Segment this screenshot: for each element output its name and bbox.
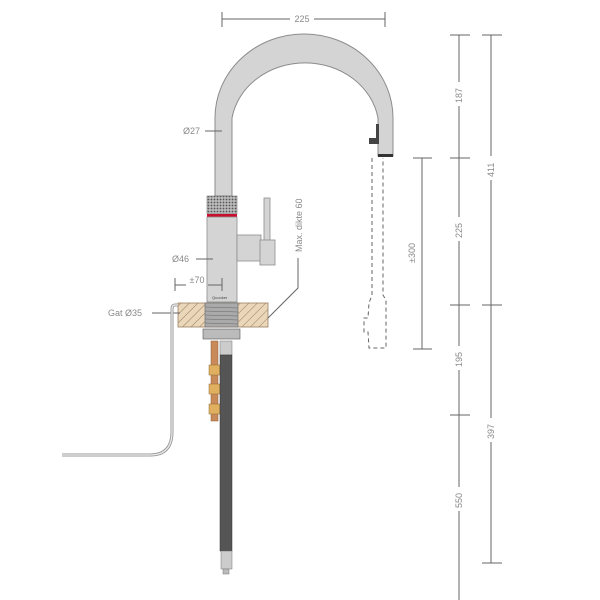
supply-hose xyxy=(219,354,233,552)
copper-pipe xyxy=(210,340,219,422)
dim-550-label: 550 xyxy=(454,493,464,508)
handle-lever xyxy=(263,197,271,243)
dimension-pullout: ±300 xyxy=(407,157,432,350)
spout-tip xyxy=(378,154,393,157)
fitting xyxy=(208,403,221,415)
power-cable xyxy=(62,303,178,457)
dim-225-label: 225 xyxy=(454,223,464,238)
hose-end-tip xyxy=(222,568,230,575)
spray-button-stem xyxy=(376,124,379,144)
thread-lines xyxy=(204,306,239,325)
handle-base xyxy=(259,239,276,266)
dim-187-label: 187 xyxy=(454,88,464,103)
hole-label: Gat Ø35 xyxy=(108,308,142,318)
fitting xyxy=(208,364,221,376)
dim-411-label: 411 xyxy=(486,163,496,177)
body-diameter-label: Ø46 xyxy=(172,254,189,264)
red-band xyxy=(207,214,237,217)
dimension-spout-width: 225 xyxy=(221,12,386,27)
dimension-chain-right: 411 397 xyxy=(482,34,502,564)
spray-button xyxy=(369,138,377,144)
max-thickness-leader xyxy=(267,258,299,319)
dimension-chain-left: 187 225 195 550 xyxy=(450,34,470,600)
fitting xyxy=(208,383,221,395)
dim-397-label: 397 xyxy=(486,424,496,439)
handle-offset-label: ±70 xyxy=(190,275,205,285)
dimension-handle-offset: ±70 xyxy=(174,275,223,291)
hose-top-connector xyxy=(219,340,233,356)
brand-label: Quooker xyxy=(212,295,228,300)
spout-diameter-label: Ø27 xyxy=(183,126,200,136)
max-thickness-label: Max. dikte 60 xyxy=(294,198,304,252)
mounting-nut xyxy=(202,328,241,340)
pullout-hose-outline xyxy=(363,158,387,349)
handle-connector xyxy=(236,234,262,262)
dim-195-label: 195 xyxy=(454,352,464,367)
pullout-label: ±300 xyxy=(407,243,417,263)
spout-width-label: 225 xyxy=(294,14,309,24)
power-cable-highlight xyxy=(62,304,178,456)
spout xyxy=(214,33,394,197)
hose-end-connector xyxy=(220,550,233,570)
knurled-ring xyxy=(206,195,238,215)
